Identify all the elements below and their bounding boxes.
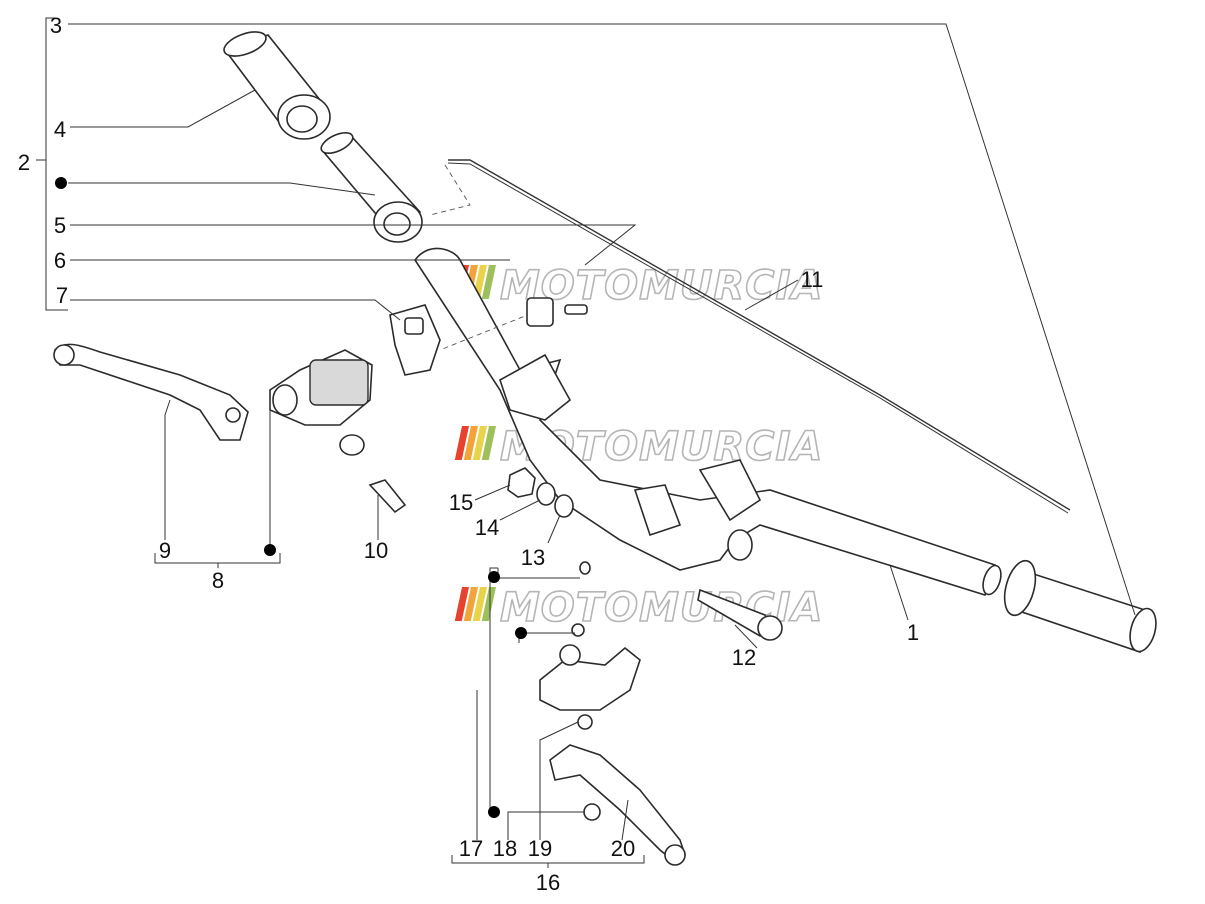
label-14: 14 [475,515,499,540]
label-7: 7 [56,283,68,308]
watermark-text: MOTOMURCIA [500,263,823,309]
label-18: 18 [493,836,517,861]
label-20: 20 [611,836,635,861]
label-19: 19 [528,836,552,861]
right-grip [1003,559,1157,654]
bolt [579,561,783,641]
label-10: 10 [364,538,388,563]
throttle-grip [320,131,423,243]
label-13: 13 [521,545,545,570]
label-2: 2 [18,150,30,175]
nut-and-washers [507,467,574,518]
label-6: 6 [54,248,66,273]
master-cylinder [269,349,373,456]
left-grip [223,31,331,140]
bullet-dot [515,627,527,639]
label-16: 16 [536,870,560,895]
label-4: 4 [54,117,66,142]
watermark-top: MOTOMURCIA [454,262,823,310]
right-brake-lever-assembly [539,623,686,866]
bullet-markers [55,177,527,818]
label-1: 1 [907,620,919,645]
switch-housing [389,297,588,376]
label-17: 17 [459,836,483,861]
bullet-dot [55,177,67,189]
handlebar [414,247,1002,596]
part-number-labels: 3 2 4 5 6 7 9 8 10 11 15 14 13 1 12 17 1… [18,13,919,895]
throttle-cable [429,159,1071,514]
leader-lines [36,17,1136,868]
label-15: 15 [449,490,473,515]
left-brake-lever [53,343,249,441]
label-12: 12 [732,645,756,670]
label-8: 8 [212,568,224,593]
label-5: 5 [54,213,66,238]
bullet-dot [488,571,500,583]
label-9: 9 [159,538,171,563]
label-3: 3 [50,13,62,38]
brake-light-switch [368,479,407,514]
bullet-dot [264,544,276,556]
bullet-dot [488,806,500,818]
label-11: 11 [801,267,824,292]
watermark-middle: MOTOMURCIA [454,423,823,471]
